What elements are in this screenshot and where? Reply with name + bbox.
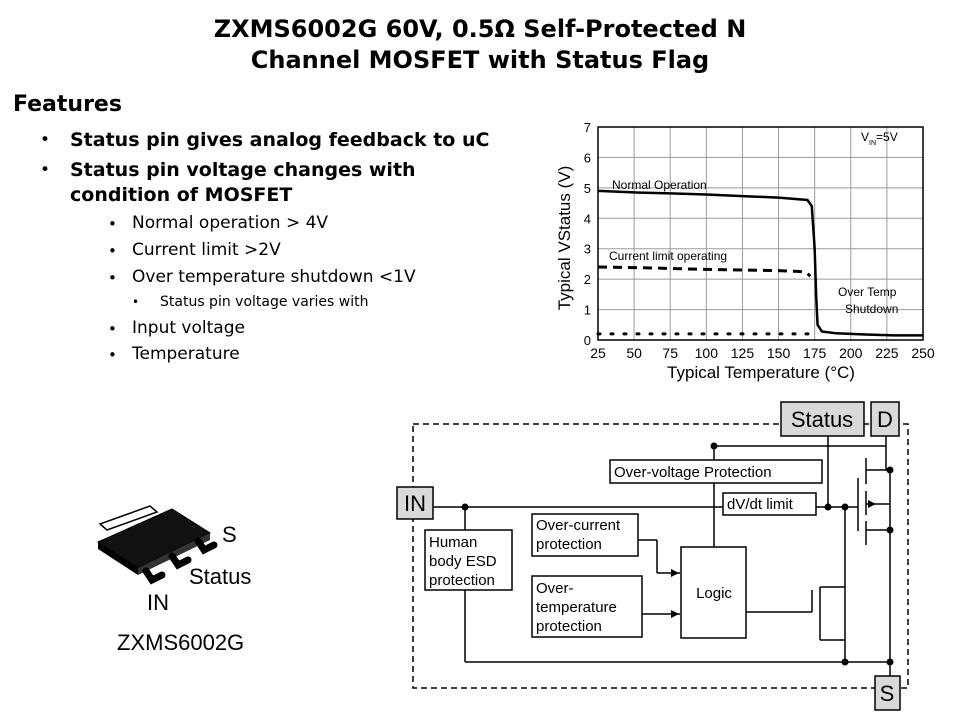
dvdt-label: dV/dt limit [727,496,794,513]
esd-block [424,529,513,591]
bullet-glyph: • [108,346,117,364]
d-pin-label: D [877,407,893,432]
sub-bullet-over-temp: Over temperature shutdown <1V [132,267,416,287]
s-pin-box [874,675,901,711]
over-current-block [531,513,639,557]
over-current-label: Over-current protection [536,517,624,553]
package-tab [98,505,159,531]
in-pin-box [396,486,434,520]
sub-sub-bullet-varies: Status pin voltage varies with [160,294,369,310]
y-tick-label: 0 [584,333,591,348]
bullet-glyph: • [40,130,51,150]
status-pin-label: Status [791,407,853,432]
package-pin-status: Status [189,564,252,589]
bullet-glyph: • [40,160,51,180]
status-pin-box [780,401,865,437]
series-line-normal [597,189,923,337]
annotation-over-temp: Over Temp [838,285,897,299]
bullet-glyph: • [108,242,117,260]
package-pin-s: S [222,522,237,547]
x-tick-label: 125 [731,345,755,361]
lead-s [194,537,218,555]
sub-bullet-input-voltage: Input voltage [132,318,245,338]
y-axis-label: Typical VStatus (V) [555,166,574,311]
lead-in [142,567,166,585]
x-tick-label: 100 [695,345,719,361]
chart-series [596,189,923,337]
y-tick-label: 4 [584,211,591,226]
s-pin-label: S [880,681,895,706]
logic-block [680,546,747,639]
x-tick-label: 50 [626,345,642,361]
mosfet-arrow [868,500,876,508]
x-axis-label: Typical Temperature (°C) [667,363,855,382]
chart-ticks: 25 50 75 100 125 150 175 200 225 250 0 1 2 3 4 5 6 7 [584,120,935,361]
junction-dots [461,442,894,666]
x-tick-label: 250 [911,345,935,361]
wires [432,436,891,676]
esd-label: Human body ESD protection [429,534,501,589]
x-tick-label: 75 [662,345,678,361]
annotation-current-limit: Current limit operating [609,249,727,263]
sub-bullet-current-limit: Current limit >2V [132,240,281,260]
in-pin-label: IN [404,491,426,516]
status-voltage-chart: 25 50 75 100 125 150 175 200 225 250 0 1 2 3 4 5 6 7 Norm… [555,120,935,382]
x-tick-label: 175 [803,345,827,361]
bullet-glyph: • [108,215,117,233]
annotation-shutdown: Shutdown [845,302,898,316]
lead-status [168,552,192,570]
y-tick-label: 3 [584,242,591,257]
part-number: ZXMS6002G [117,630,245,655]
package-body-side [98,542,138,575]
over-temp-label: Over- temperature protection [536,580,621,635]
block-diagram: Status D IN S Over-voltage Protection dV… [396,401,909,711]
y-tick-label: 6 [584,150,591,165]
plot-frame [597,126,924,341]
sub-bullet-normal: Normal operation > 4V [132,213,329,233]
x-tick-label: 25 [590,345,606,361]
annotation-normal-operation: Normal Operation [612,178,707,192]
over-voltage-label: Over-voltage Protection [614,464,772,481]
over-voltage-block [609,459,823,484]
feature-bullet-2-line-1: Status pin voltage changes with [70,159,416,181]
bullet-glyph: • [132,295,140,309]
condition-vin: VIN=5V [861,130,898,147]
x-tick-label: 150 [767,345,791,361]
y-tick-label: 2 [584,272,591,287]
features-heading: Features [13,92,122,117]
page-title: ZXMS6002G 60V, 0.5Ω Self-Protected N Cha… [0,14,960,76]
over-temp-block [531,575,643,638]
arrow-occ [671,569,679,577]
bullet-glyph: • [108,320,117,338]
title-line-2: Channel MOSFET with Status Flag [250,46,710,74]
feature-bullet-2-line-2: condition of MOSFET [70,184,293,206]
title-line-1: ZXMS6002G 60V, 0.5Ω Self-Protected N [213,15,747,43]
arrow-otp [671,610,679,618]
y-tick-label: 5 [584,181,591,196]
y-tick-label: 1 [584,303,591,318]
x-tick-label: 200 [839,345,863,361]
bullet-glyph: • [108,269,117,287]
sub-bullet-temperature: Temperature [132,344,240,364]
feature-bullet-1: Status pin gives analog feedback to uC [70,129,490,151]
d-pin-box [870,401,900,437]
logic-label: Logic [696,585,732,602]
package-pin-in: IN [147,590,169,615]
dvdt-block [722,492,817,516]
package-drawing [96,505,218,585]
device-boundary [412,423,909,689]
x-tick-label: 225 [875,345,899,361]
series-line-current-limit [597,265,812,278]
y-tick-label: 7 [584,120,591,135]
